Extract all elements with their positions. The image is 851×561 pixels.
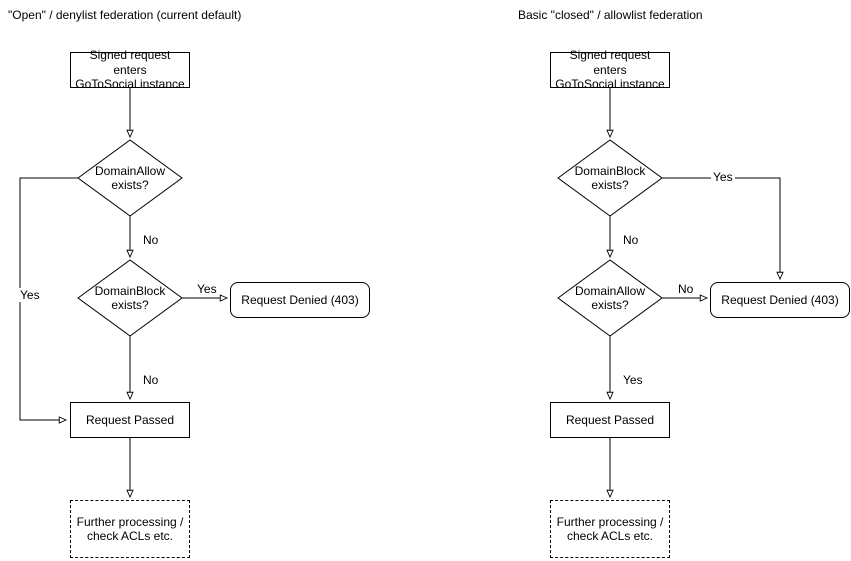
right-edge-label-yes-1: Yes [711, 170, 735, 185]
right-decision-domainallow-label: DomainAllow exists? [574, 283, 646, 312]
left-decision-domainblock-diamond [77, 259, 183, 337]
left-diagram-title: "Open" / denylist federation (current de… [8, 8, 242, 22]
right-edge-block-yes-to-denied [662, 177, 784, 281]
left-edge-label-yes-2: Yes [195, 282, 219, 297]
left-decision-domainallow-label: DomainAllow exists? [94, 163, 166, 192]
right-edge-label-yes-2: Yes [621, 373, 645, 388]
right-diagram-title: Basic "closed" / allowlist federation [518, 8, 703, 22]
left-edge-label-yes-1: Yes [18, 288, 42, 303]
right-decision-domainblock-diamond [557, 139, 663, 217]
left-edge-label-no-1: No [141, 233, 161, 248]
right-further-processing-node: Further processing / check ACLs etc. [550, 500, 670, 558]
right-edge-label-no-1: No [621, 233, 641, 248]
left-further-processing-node: Further processing / check ACLs etc. [70, 500, 190, 558]
left-request-denied-node: Request Denied (403) [230, 282, 370, 318]
left-decision-domainblock-label: DomainBlock exists? [94, 283, 166, 312]
left-decision-domainallow-diamond [77, 139, 183, 217]
right-edge-label-no-2: No [676, 282, 696, 297]
right-decision-domainallow-diamond [557, 259, 663, 337]
right-request-passed-node: Request Passed [550, 402, 670, 438]
right-decision-domainblock-label: DomainBlock exists? [574, 163, 646, 192]
left-edge-label-no-2: No [141, 373, 161, 388]
right-start-node: Signed request enters GoToSocial instanc… [550, 48, 670, 91]
left-request-passed-node: Request Passed [70, 402, 190, 438]
left-start-node: Signed request enters GoToSocial instanc… [70, 48, 190, 91]
right-request-denied-node: Request Denied (403) [710, 282, 850, 318]
